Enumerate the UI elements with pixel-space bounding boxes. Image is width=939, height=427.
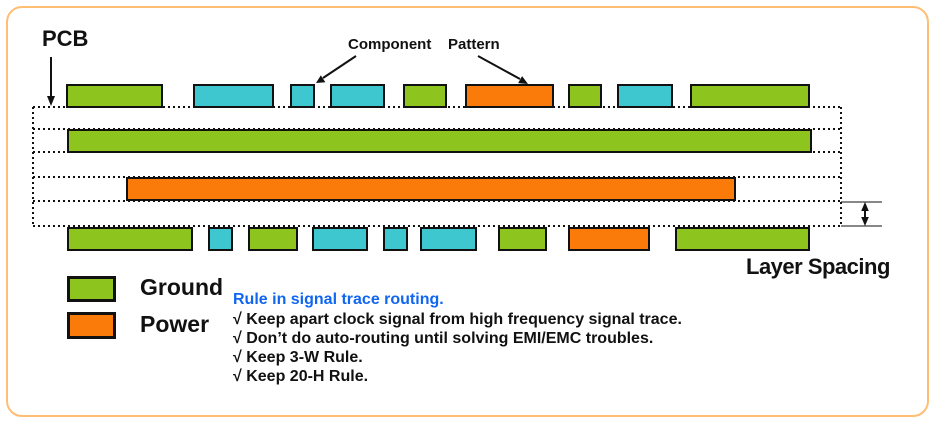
routing-rules-title: Rule in signal trace routing.	[233, 291, 444, 308]
ground-pattern-block	[568, 84, 602, 108]
signal-pattern-block	[617, 84, 673, 108]
ground-pattern-block	[403, 84, 447, 108]
rule-item: √ Keep 20-H Rule.	[233, 368, 369, 385]
ground-plane-layer	[67, 129, 812, 153]
signal-pattern-block	[383, 227, 408, 251]
rule-item: √ Keep 3-W Rule.	[233, 349, 363, 366]
ground-pattern-block	[66, 84, 163, 108]
rule-item: √ Keep apart clock signal from high freq…	[233, 311, 682, 328]
signal-pattern-block	[208, 227, 233, 251]
ground-pattern-block	[690, 84, 810, 108]
pattern-label: Pattern	[448, 36, 500, 53]
routing-rules: Rule in signal trace routing. √ Keep apa…	[233, 289, 793, 386]
signal-pattern-block	[312, 227, 368, 251]
layer-spacing-label: Layer Spacing	[746, 254, 890, 279]
power-pattern-block	[465, 84, 554, 108]
signal-pattern-block	[330, 84, 385, 108]
pcb-label: PCB	[42, 26, 89, 51]
ground-pattern-block	[675, 227, 810, 251]
power-pattern-block	[568, 227, 650, 251]
power-plane-layer	[126, 177, 736, 201]
routing-rules-list: √ Keep apart clock signal from high freq…	[233, 310, 793, 386]
pcb-dotted-outline	[32, 106, 842, 227]
component-pointer-arrow	[316, 55, 357, 83]
signal-pattern-block	[193, 84, 274, 108]
ground-legend-swatch	[67, 276, 116, 302]
power-legend-label: Power	[140, 311, 210, 337]
ground-pattern-block	[248, 227, 298, 251]
pcb-pointer-arrow	[47, 57, 55, 106]
component-label: Component	[348, 36, 432, 53]
rule-item: √ Don’t do auto-routing until solving EM…	[233, 330, 654, 347]
signal-pattern-block	[290, 84, 315, 108]
layer-spacing-arrow	[841, 201, 882, 227]
pattern-pointer-arrow	[477, 55, 528, 84]
ground-pattern-block	[67, 227, 193, 251]
signal-pattern-block	[420, 227, 477, 251]
ground-legend-label: Ground	[140, 274, 224, 300]
ground-pattern-block	[498, 227, 547, 251]
power-legend-swatch	[67, 312, 116, 339]
